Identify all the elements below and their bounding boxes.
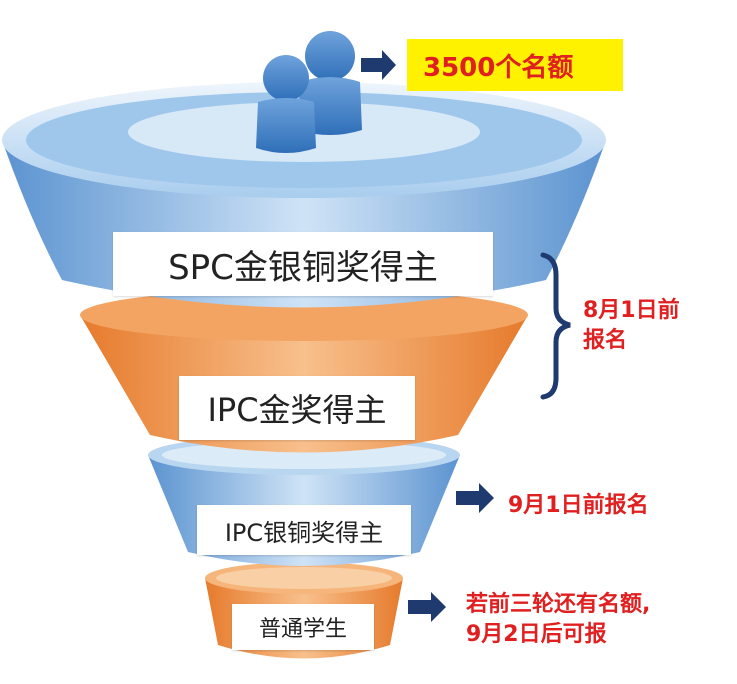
tier-label-ipc-silver-bronze: IPC银铜奖得主 (197, 505, 411, 555)
tier-label-ipc-gold: IPC金奖得主 (179, 376, 415, 440)
tier-label-spc: SPC金银铜奖得主 (113, 232, 493, 296)
deadline-note-late-line2: 9月2日后可报 (466, 622, 607, 647)
arrow-right-icon (408, 592, 446, 622)
deadline-note-aug-line1: 8月1日前 (583, 298, 680, 323)
arrow-right-icon (456, 483, 494, 513)
curly-brace-icon (540, 252, 571, 400)
deadline-note-sep1: 9月1日前报名 (508, 493, 649, 518)
quota-badge: 3500个名额 (407, 39, 623, 91)
deadline-note-late-line1: 若前三轮还有名额, (466, 592, 651, 617)
deadline-note-aug-line2: 报名 (583, 328, 628, 353)
users-icon (256, 31, 362, 153)
quota-text: 3500个名额 (423, 52, 574, 83)
tier-label-normal: 普通学生 (232, 604, 374, 650)
deadline-note-late: 若前三轮还有名额, 9月2日后可报 (466, 590, 650, 650)
arrow-right-icon (361, 50, 396, 80)
deadline-note-aug: 8月1日前 报名 (583, 296, 680, 356)
